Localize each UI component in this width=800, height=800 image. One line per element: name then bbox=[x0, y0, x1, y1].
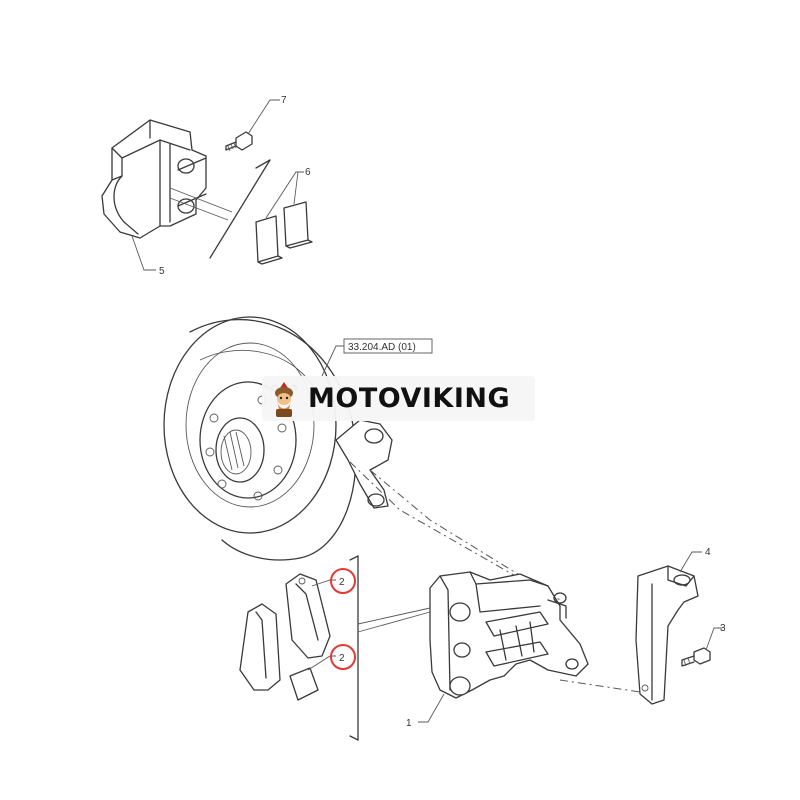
callout-6: 6 bbox=[305, 167, 311, 178]
caliper-1 bbox=[429, 571, 589, 699]
reference-label-box: 33.204.AD (01) bbox=[343, 338, 433, 354]
bracket-4 bbox=[635, 565, 699, 705]
callout-5: 5 bbox=[159, 266, 165, 277]
caliper-assembly-5 bbox=[101, 119, 271, 259]
callout-3: 3 bbox=[720, 623, 726, 634]
watermark-text: MOTOVIKING bbox=[308, 383, 511, 414]
callout-4: 4 bbox=[705, 547, 711, 558]
brake-disc bbox=[163, 316, 357, 561]
brake-pads-6 bbox=[255, 201, 313, 265]
highlight-circle-top bbox=[330, 568, 356, 594]
callout-2-top: 2 bbox=[339, 577, 345, 588]
callout-7: 7 bbox=[281, 95, 287, 106]
watermark: MOTOVIKING bbox=[262, 376, 535, 421]
assembly-axis bbox=[369, 469, 561, 601]
highlight-circle-bottom bbox=[330, 644, 356, 670]
viking-mascot-icon bbox=[262, 376, 306, 421]
callout-1: 1 bbox=[406, 718, 412, 729]
reference-label: 33.204.AD (01) bbox=[348, 342, 416, 353]
brake-pads-2 bbox=[239, 573, 331, 701]
callout-2-bottom: 2 bbox=[339, 653, 345, 664]
bolt-7 bbox=[225, 131, 253, 152]
bolt-3 bbox=[681, 647, 711, 667]
hub-knuckle bbox=[335, 419, 393, 509]
